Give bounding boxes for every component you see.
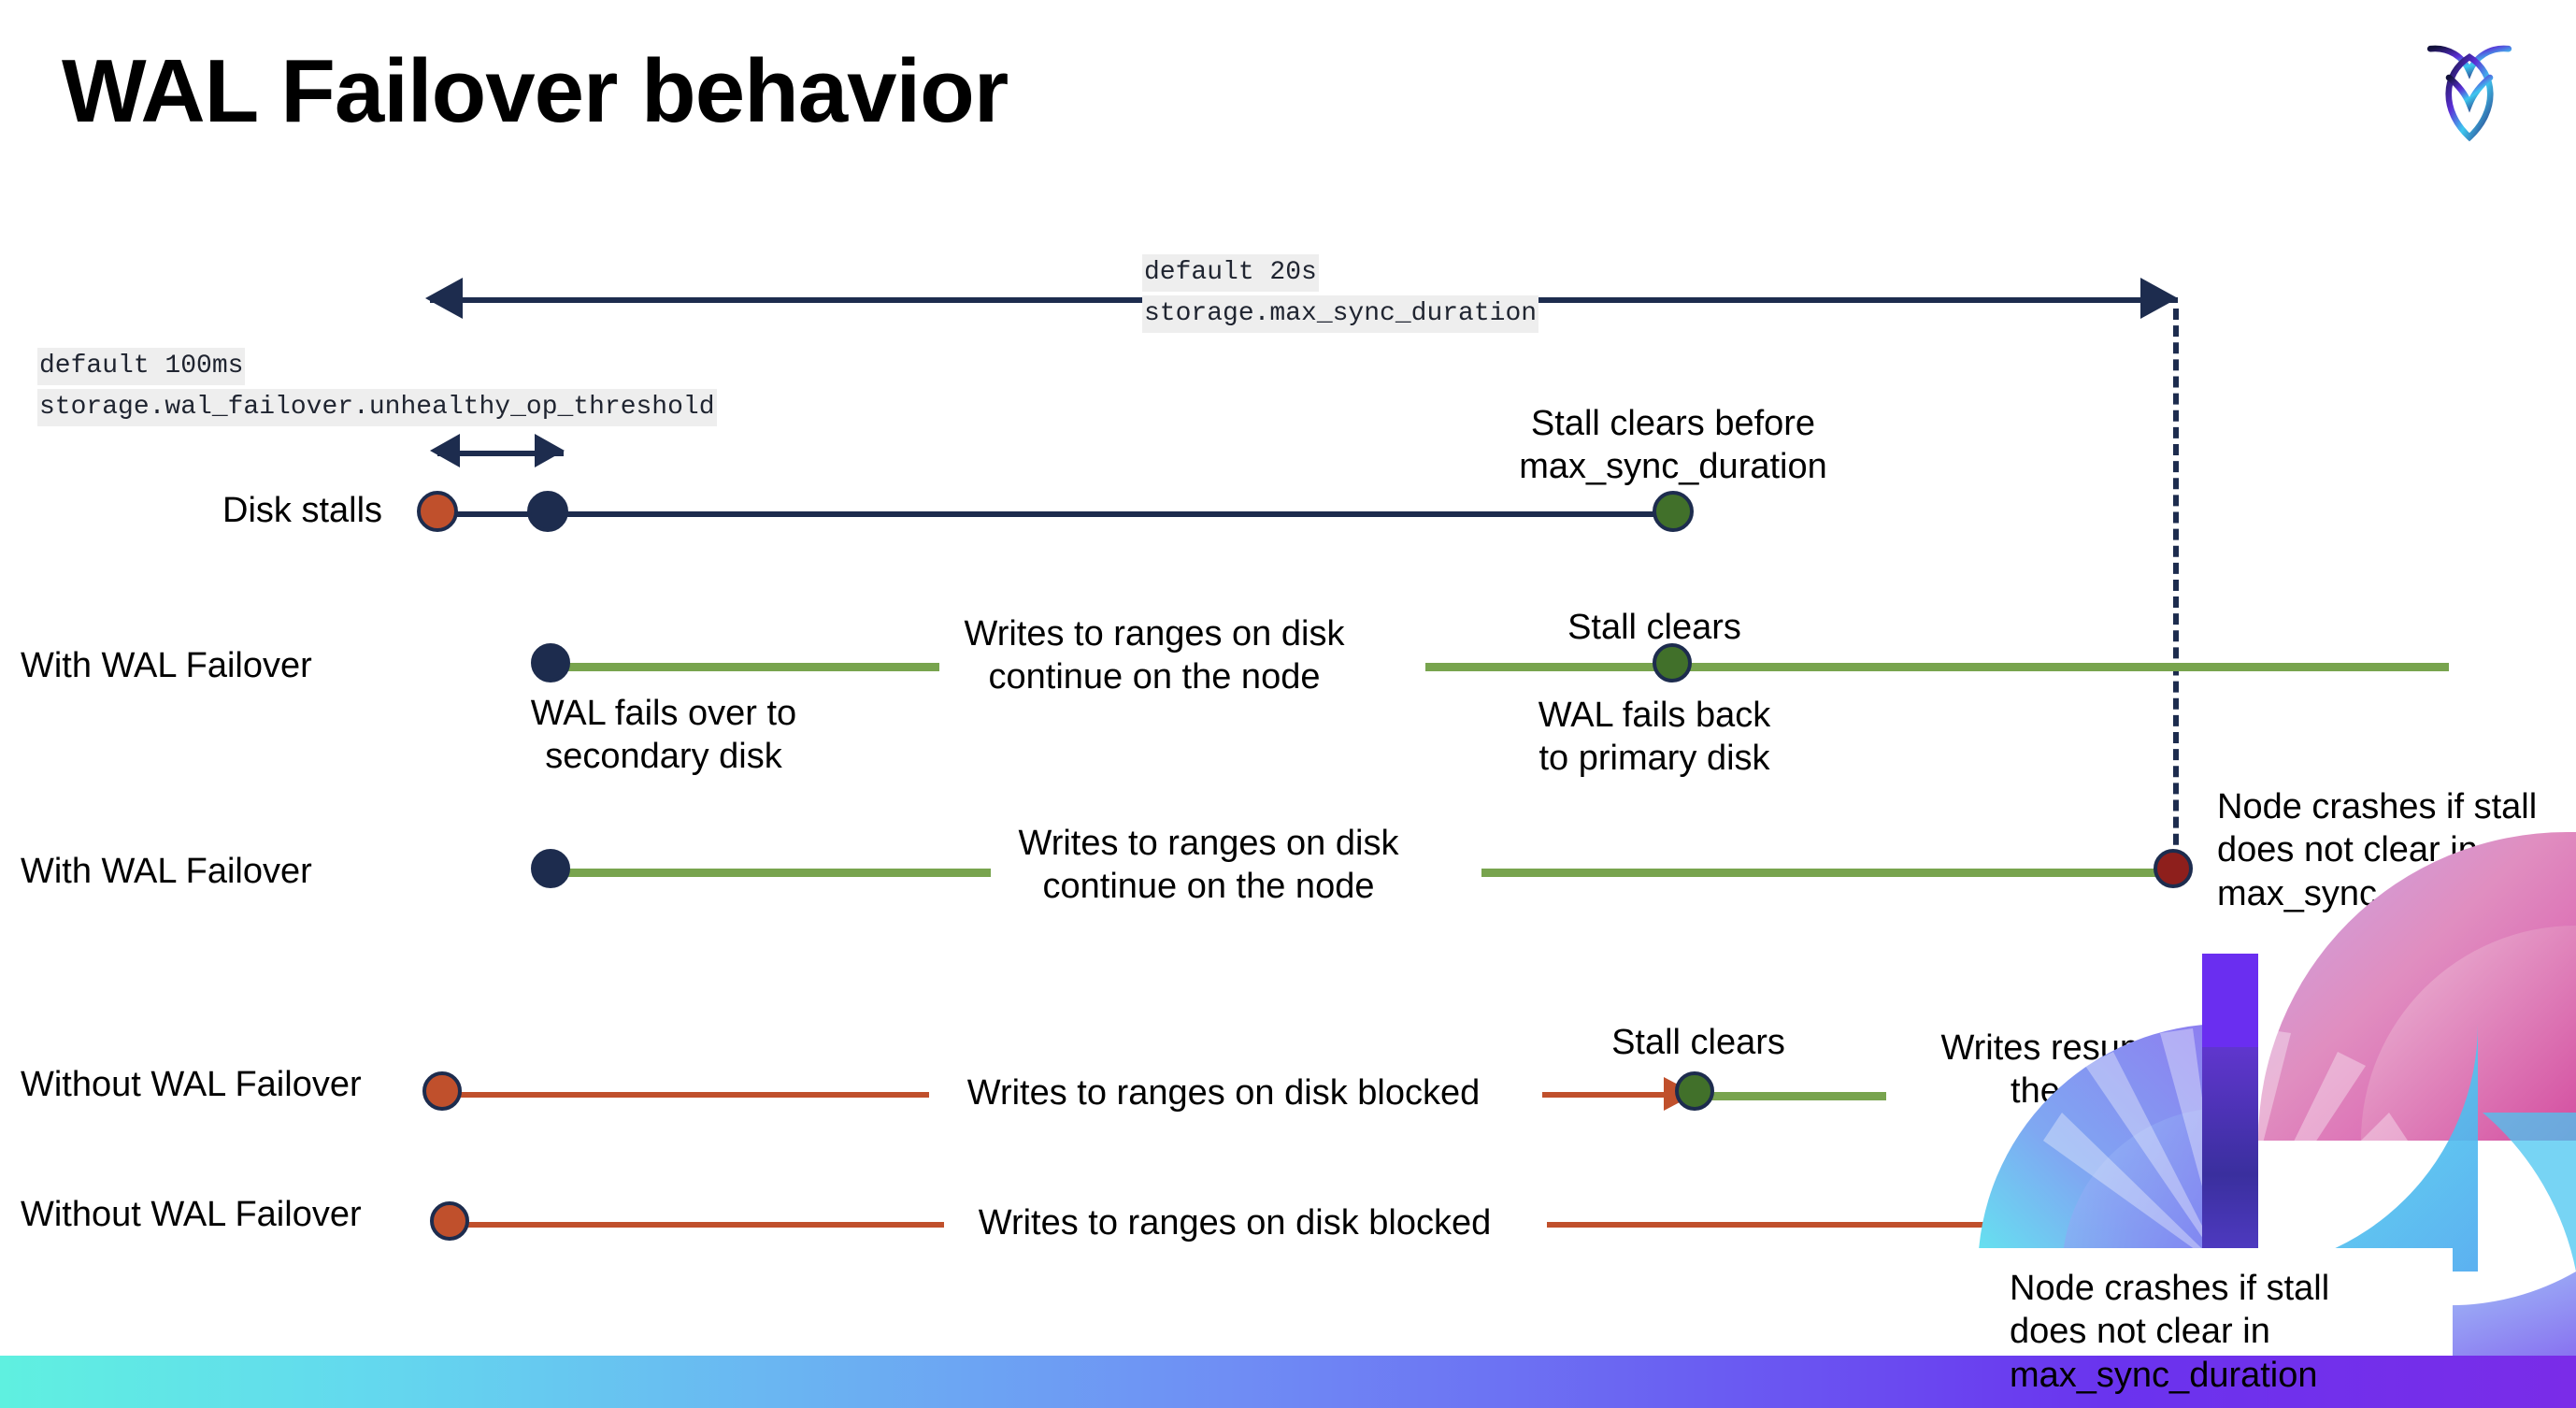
max-sync-duration-left-arrowhead — [425, 278, 463, 319]
row-label-with-wal-failover-2: With WAL Failover — [21, 852, 312, 891]
max-sync-duration-dashed-guide — [2173, 309, 2179, 879]
disk-stalls-timeline — [447, 511, 1676, 517]
unhealthy-op-threshold-setting-name: storage.wal_failover.unhealthy_op_thresh… — [37, 389, 717, 426]
unhealthy-op-threshold-left-arrowhead — [430, 434, 460, 467]
max-sync-duration-default-label: default 20s — [1142, 254, 1319, 292]
without-wal-failover-1-resume-line-b — [2286, 1092, 2449, 1100]
disk-stalls-clear-dot — [1653, 491, 1694, 532]
row-label-without-wal-failover-1: Without WAL Failover — [21, 1065, 362, 1104]
annotation-writes-blocked-2: Writes to ranges on disk blocked — [978, 1203, 1492, 1243]
with-wal-failover-2-segment-a — [551, 869, 991, 877]
unhealthy-op-threshold-right-arrowhead — [535, 434, 565, 467]
with-wal-failover-2-failover-dot — [531, 849, 570, 888]
without-wal-failover-1-start-dot — [422, 1071, 462, 1111]
max-sync-duration-setting-name: storage.max_sync_duration — [1142, 295, 1539, 333]
cockroachdb-logo-icon — [2408, 26, 2531, 150]
annotation-stall-clears-2: Stall clears — [1611, 1023, 1785, 1062]
bottom-accent-bar — [0, 1356, 2576, 1408]
disk-stalls-failover-dot — [527, 491, 568, 532]
annotation-wal-fails-back: WAL fails back to primary disk — [1538, 696, 1771, 779]
without-wal-failover-1-resume-line-a — [1703, 1092, 1886, 1100]
annotation-node-crashes-1: Node crashes if stall does not clear in … — [2217, 787, 2538, 913]
max-sync-duration-right-arrowhead — [2140, 278, 2178, 319]
annotation-writes-resume: Writes resume on the node — [1940, 1028, 2219, 1112]
page-title: WAL Failover behavior — [62, 41, 1009, 141]
with-wal-failover-1-failover-dot — [531, 643, 570, 682]
without-wal-failover-2-arrowhead — [2146, 1207, 2178, 1241]
without-wal-failover-2-start-dot — [430, 1201, 469, 1241]
unhealthy-op-threshold-span-line — [437, 451, 564, 456]
annotation-writes-continue-1: Writes to ranges on disk continue on the… — [964, 614, 1345, 697]
with-wal-failover-1-segment-b — [1425, 663, 2449, 671]
annotation-node-crashes-2: Node crashes if stall does not clear in … — [2010, 1269, 2330, 1395]
annotation-writes-blocked-1: Writes to ranges on disk blocked — [966, 1073, 1481, 1113]
without-wal-failover-1-blocked-line-b — [1542, 1092, 1673, 1098]
with-wal-failover-1-segment-a — [551, 663, 939, 671]
annotation-stall-clears-1: Stall clears — [1567, 608, 1741, 647]
annotation-writes-continue-2: Writes to ranges on disk continue on the… — [1018, 824, 1399, 907]
with-wal-failover-2-crash-dot — [2154, 849, 2193, 888]
annotation-stall-clears-before-max-sync: Stall clears before max_sync_duration — [1519, 404, 1827, 487]
without-wal-failover-1-blocked-line-a — [452, 1092, 929, 1098]
row-label-with-wal-failover-1: With WAL Failover — [21, 646, 312, 685]
without-wal-failover-2-blocked-line-a — [460, 1222, 944, 1228]
annotation-wal-fails-over: WAL fails over to secondary disk — [530, 694, 797, 777]
disk-stalls-start-dot — [417, 491, 458, 532]
without-wal-failover-1-clear-dot — [1675, 1071, 1714, 1111]
without-wal-failover-2-blocked-line-b — [1547, 1222, 2154, 1228]
row-label-without-wal-failover-2: Without WAL Failover — [21, 1195, 362, 1234]
with-wal-failover-2-segment-b — [1481, 869, 2173, 877]
unhealthy-op-threshold-default-label: default 100ms — [37, 348, 246, 385]
row-label-disk-stalls: Disk stalls — [222, 491, 383, 530]
with-wal-failover-1-clear-dot — [1653, 643, 1692, 682]
